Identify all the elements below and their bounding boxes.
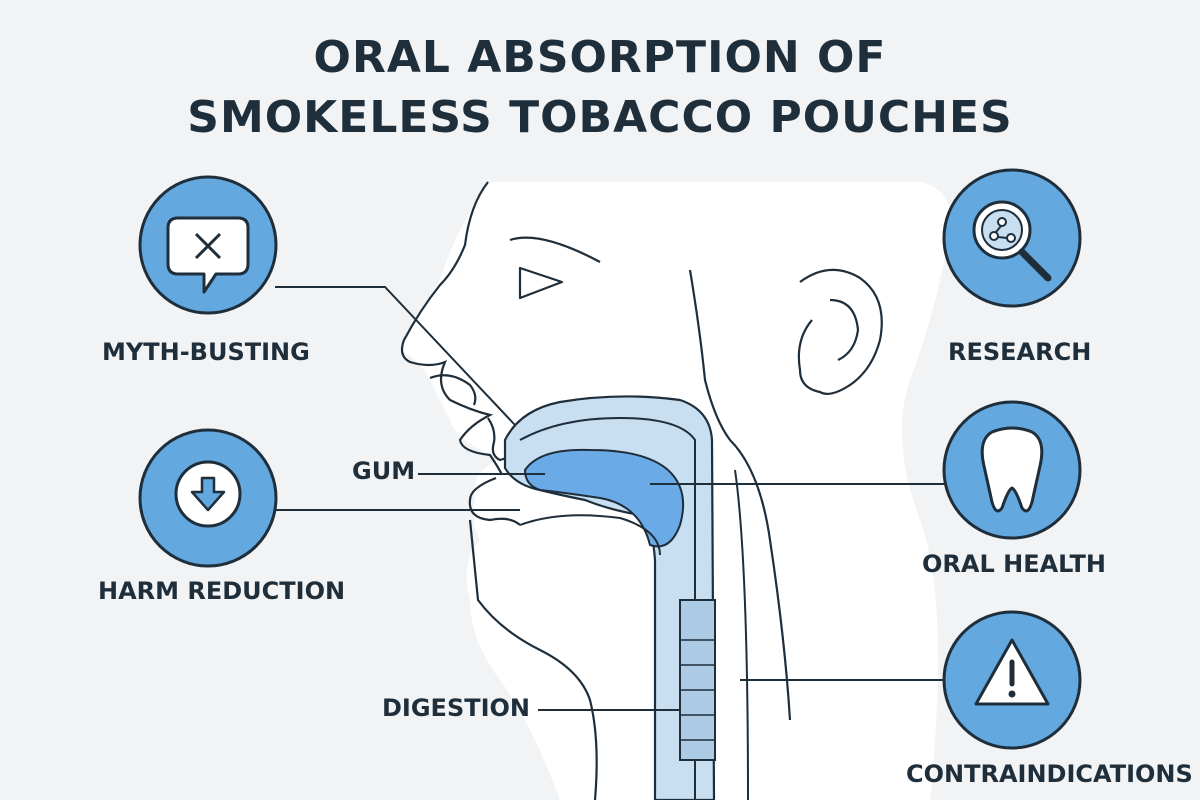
icon-research — [942, 168, 1082, 308]
label-gum: GUM — [352, 457, 416, 485]
esophagus — [679, 599, 716, 761]
lower-lip-line — [468, 476, 521, 526]
chin-jaw-line — [468, 519, 598, 800]
label-digestion: DIGESTION — [382, 694, 531, 722]
label-myth-busting: MYTH-BUSTING — [102, 338, 310, 366]
speech-bubble-x-icon — [166, 216, 250, 294]
title-line-2: SMOKELESS TOBACCO POUCHES — [187, 92, 1013, 143]
page-title: ORAL ABSORPTION OF SMOKELESS TOBACCO POU… — [0, 28, 1200, 148]
magnifier-molecule-icon — [972, 200, 1052, 282]
icon-harm-reduction — [138, 428, 278, 568]
icon-contraindications — [942, 610, 1082, 750]
trachea-rings — [680, 639, 715, 741]
ear-inner-line — [829, 298, 860, 361]
palate-band — [519, 416, 696, 800]
gum-tongue — [523, 448, 684, 548]
eyebrow-line — [509, 236, 601, 263]
label-contraindications: CONTRAINDICATIONS — [906, 760, 1193, 788]
label-harm-reduction: HARM REDUCTION — [98, 577, 346, 605]
label-oral-health: ORAL HEALTH — [922, 550, 1106, 578]
connector-myth-busting — [275, 286, 516, 426]
ear-outline — [797, 268, 883, 395]
nostril-line — [429, 374, 477, 406]
neck-line — [688, 269, 792, 721]
icon-myth-busting — [138, 175, 278, 315]
connector-lines — [275, 286, 945, 711]
tooth-icon — [980, 426, 1044, 513]
lower-jaw-line — [519, 514, 661, 556]
face-profile-line — [400, 181, 504, 476]
eye-shape — [518, 266, 564, 300]
label-research: RESEARCH — [948, 338, 1092, 366]
icon-oral-health — [942, 400, 1082, 540]
throat-back-line — [734, 469, 749, 800]
title-line-1: ORAL ABSORPTION OF — [313, 32, 887, 83]
